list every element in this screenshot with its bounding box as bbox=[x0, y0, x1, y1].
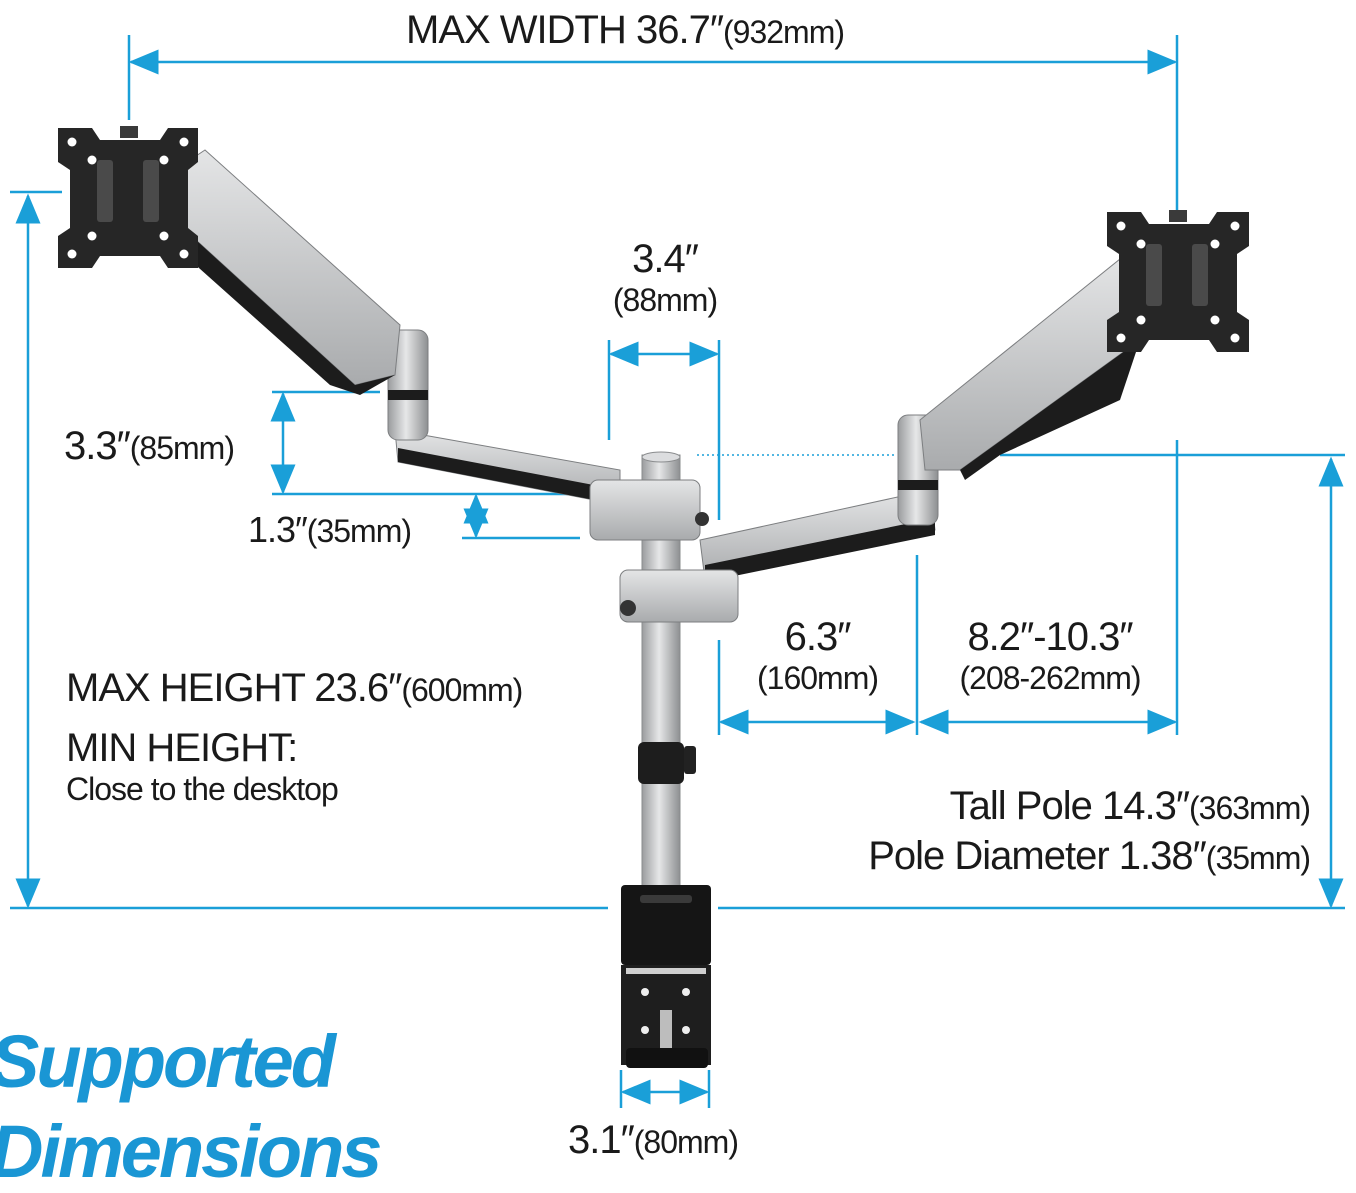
left-arm-pole-joint bbox=[589, 479, 701, 541]
left-joint-screw bbox=[695, 512, 709, 526]
pole-cap bbox=[641, 451, 681, 463]
clamp-screw bbox=[660, 1010, 672, 1050]
clamp-width-metric: (80mm) bbox=[633, 1124, 739, 1160]
collar-knob bbox=[684, 746, 696, 774]
clamp-width-value: 3.1″ bbox=[568, 1118, 635, 1162]
left-lower-arm-edge bbox=[398, 448, 620, 505]
left-elbow-joint bbox=[387, 329, 429, 441]
min-height-label: MIN HEIGHT: bbox=[66, 726, 298, 770]
pole-height-collar bbox=[638, 742, 684, 784]
arm-rise-metric: (85mm) bbox=[129, 430, 235, 466]
right-lower-arm-edge bbox=[705, 518, 935, 582]
clamp-bolt-3 bbox=[641, 1026, 649, 1034]
dimension-lines bbox=[10, 35, 1345, 1108]
pole-tall-value: Tall Pole 14.3″ bbox=[949, 784, 1190, 828]
arm-offset-value: 1.3″ bbox=[248, 509, 308, 550]
arm2-value: 8.2″-10.3″ bbox=[967, 615, 1133, 659]
clamp-bolt-1 bbox=[641, 988, 649, 996]
gap-top-label: 3.4″ (88mm) bbox=[595, 236, 735, 319]
max-width-value: MAX WIDTH 36.7″ bbox=[406, 8, 724, 52]
monitor-mount-diagram bbox=[10, 35, 1345, 1108]
arm1-label: 6.3″ (160mm) bbox=[735, 614, 900, 697]
max-width-metric: (932mm) bbox=[723, 14, 845, 50]
arm2-label: 8.2″-10.3″ (208-262mm) bbox=[930, 614, 1170, 697]
clamp-width-label: 3.1″(80mm) bbox=[568, 1118, 739, 1162]
arm2-metric: (208-262mm) bbox=[959, 660, 1141, 696]
title-dimensions: Dimensions bbox=[0, 1110, 382, 1193]
left-elbow-ring bbox=[388, 390, 428, 400]
arm-offset-label: 1.3″(35mm) bbox=[248, 509, 412, 550]
clamp-bolt-2 bbox=[682, 988, 690, 996]
clamp-top-highlight bbox=[640, 895, 692, 903]
left-arm bbox=[174, 149, 709, 541]
right-joint-screw bbox=[620, 600, 636, 616]
pole-tall-metric: (363mm) bbox=[1188, 790, 1311, 826]
gap-top-value: 3.4″ bbox=[632, 237, 699, 281]
pole-diameter-label: Pole Diameter 1.38″(35mm) bbox=[868, 834, 1311, 878]
pole-tall-label: Tall Pole 14.3″(363mm) bbox=[949, 784, 1311, 828]
arm1-value: 6.3″ bbox=[784, 615, 852, 659]
left-vesa-plate bbox=[58, 126, 198, 268]
title-supported: Supported bbox=[0, 1020, 336, 1103]
clamp-bolt-4 bbox=[682, 1026, 690, 1034]
right-arm-pole-joint bbox=[619, 569, 739, 623]
pole-diameter-value: Pole Diameter 1.38″ bbox=[868, 834, 1207, 878]
max-width-label: MAX WIDTH 36.7″(932mm) bbox=[406, 8, 845, 52]
arm-offset-metric: (35mm) bbox=[306, 513, 412, 549]
right-arm bbox=[619, 254, 1151, 623]
max-height-metric: (600mm) bbox=[401, 672, 523, 708]
pole-diameter-metric: (35mm) bbox=[1205, 840, 1311, 876]
right-vesa-plate bbox=[1107, 210, 1249, 352]
gap-top-metric: (88mm) bbox=[612, 282, 718, 318]
pole-assembly bbox=[621, 451, 711, 1068]
arm1-metric: (160mm) bbox=[756, 660, 879, 696]
max-height-label: MAX HEIGHT 23.6″(600mm) bbox=[66, 666, 523, 710]
arm-rise-value: 3.3″ bbox=[64, 424, 131, 468]
right-gas-arm-underside bbox=[960, 340, 1140, 480]
arm-rise-label: 3.3″(85mm) bbox=[64, 424, 235, 468]
max-height-value: MAX HEIGHT 23.6″ bbox=[66, 666, 402, 710]
clamp-base bbox=[626, 1048, 708, 1068]
right-elbow-ring bbox=[898, 480, 938, 490]
clamp-top bbox=[621, 885, 711, 965]
min-height-note: Close to the desktop bbox=[66, 771, 339, 807]
clamp-plate-bar bbox=[626, 968, 706, 974]
